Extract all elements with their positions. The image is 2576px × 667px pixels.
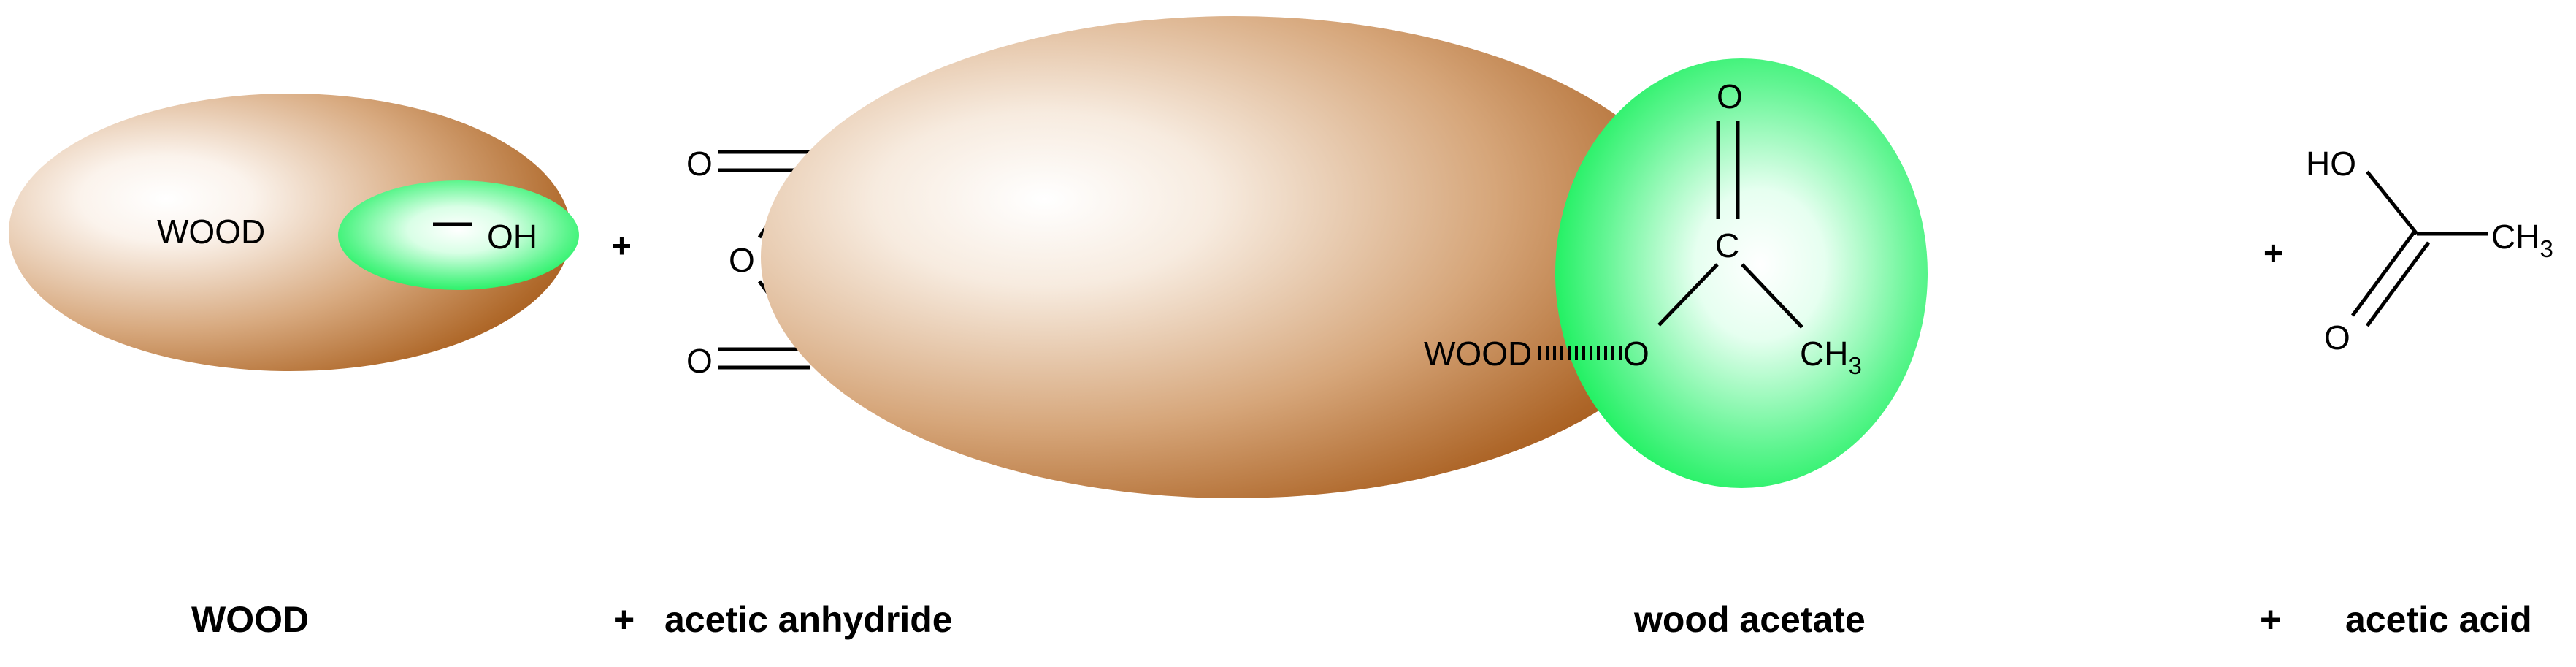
product-bond-c-oester <box>1657 263 1719 327</box>
anhydride-o-bridge: O <box>729 241 755 279</box>
caption-wood: WOOD <box>191 599 309 640</box>
caption-plus-2: + <box>2260 599 2281 640</box>
acid-ch3: CH3 <box>2491 218 2553 262</box>
acid-ho: HO <box>2306 145 2356 183</box>
product-ch3-sub: 3 <box>1848 352 1861 379</box>
product-wood-label: WOOD <box>1424 335 1532 373</box>
wood-label-reactant: WOOD <box>157 213 265 251</box>
hydroxyl-site-ellipse <box>338 180 579 290</box>
plus-sign-1: + <box>612 226 632 264</box>
wood-particle-reactant: WOOD OH <box>9 94 579 371</box>
acid-bond-ho-c <box>2366 170 2418 235</box>
acid-double-bond-1 <box>2350 231 2416 317</box>
plus-sign-2: + <box>2263 234 2283 272</box>
product-c-center: C <box>1715 226 1739 264</box>
product-bond-c-ch3 <box>1741 263 1803 329</box>
product-ch3-main: CH <box>1800 335 1848 373</box>
caption-wood-acetate: wood acetate <box>1633 599 1866 640</box>
wood-ellipse-small <box>9 94 571 371</box>
acid-o-carbonyl: O <box>2324 319 2350 357</box>
oh-label: OH <box>487 218 537 256</box>
acetic-acid-structure: HO CH3 O <box>2306 145 2553 357</box>
acid-ch3-sub: 3 <box>2539 235 2553 262</box>
acetyl-site-ellipse <box>1555 58 1928 488</box>
acid-double-bond-2 <box>2365 241 2431 327</box>
product-o-ester: O <box>1623 335 1649 373</box>
wood-ellipse-large <box>761 16 1707 498</box>
acid-ch3-main: CH <box>2491 218 2539 256</box>
anhydride-o-bottom: O <box>686 342 713 380</box>
caption-plus-1: + <box>613 599 635 640</box>
caption-acetic-anhydride: acetic anhydride <box>664 599 953 640</box>
caption-acetic-acid: acetic acid <box>2345 599 2532 640</box>
anhydride-o-top: O <box>686 145 713 183</box>
product-ch3: CH3 <box>1800 335 1862 379</box>
product-o-carbonyl: O <box>1717 77 1743 115</box>
wood-particle-product: O C WOOD O CH3 <box>761 16 1928 498</box>
